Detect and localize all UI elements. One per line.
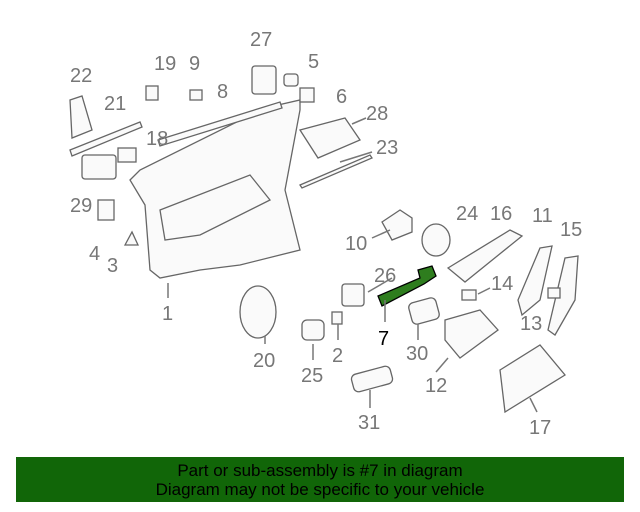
part-18 bbox=[117, 147, 137, 163]
part-8-strip bbox=[157, 101, 283, 147]
part-13 bbox=[547, 287, 561, 299]
label-7-selected[interactable]: 7 bbox=[378, 328, 389, 350]
part-10 bbox=[381, 209, 413, 241]
label-25[interactable]: 25 bbox=[301, 365, 323, 387]
part-16 bbox=[446, 229, 524, 283]
label-3[interactable]: 3 bbox=[107, 255, 118, 277]
leader-lines bbox=[167, 117, 538, 413]
part-17 bbox=[499, 344, 566, 414]
part-24 bbox=[421, 223, 451, 257]
part-20 bbox=[239, 285, 277, 339]
label-1[interactable]: 1 bbox=[162, 303, 173, 325]
selected-part-banner: Part or sub-assembly is #7 in diagram Di… bbox=[16, 457, 624, 502]
label-21[interactable]: 21 bbox=[104, 93, 126, 115]
diagram-canvas: 1 2 3 4 5 6 7 8 9 10 11 12 13 14 15 16 1… bbox=[69, 29, 582, 439]
label-22[interactable]: 22 bbox=[70, 65, 92, 87]
label-18[interactable]: 18 bbox=[146, 128, 168, 150]
part-30 bbox=[408, 297, 440, 325]
part-7-highlighted[interactable] bbox=[377, 265, 437, 307]
part-22 bbox=[69, 95, 93, 139]
label-23[interactable]: 23 bbox=[376, 137, 398, 159]
part-2 bbox=[331, 311, 343, 325]
part-15 bbox=[547, 255, 579, 336]
part-number-labels: 1 2 3 4 5 6 7 8 9 10 11 12 13 14 15 16 1… bbox=[70, 29, 582, 439]
label-13[interactable]: 13 bbox=[520, 313, 542, 335]
part-28 bbox=[298, 117, 361, 159]
part-4 bbox=[97, 199, 115, 221]
part-23 bbox=[299, 154, 373, 189]
part-25 bbox=[301, 319, 325, 341]
label-20[interactable]: 20 bbox=[253, 350, 275, 372]
label-4[interactable]: 4 bbox=[89, 243, 100, 265]
banner-line-2: Diagram may not be specific to your vehi… bbox=[155, 480, 485, 499]
label-28[interactable]: 28 bbox=[366, 103, 388, 125]
part-19 bbox=[145, 85, 159, 101]
label-15[interactable]: 15 bbox=[560, 219, 582, 241]
label-17[interactable]: 17 bbox=[529, 417, 551, 439]
label-27[interactable]: 27 bbox=[250, 29, 272, 51]
label-31[interactable]: 31 bbox=[358, 412, 380, 434]
label-26[interactable]: 26 bbox=[374, 265, 396, 287]
label-14[interactable]: 14 bbox=[491, 273, 513, 295]
part-27 bbox=[251, 65, 277, 95]
label-10[interactable]: 10 bbox=[345, 233, 367, 255]
label-11[interactable]: 11 bbox=[532, 205, 553, 227]
label-2[interactable]: 2 bbox=[332, 345, 343, 367]
label-16[interactable]: 16 bbox=[490, 203, 512, 225]
label-9[interactable]: 9 bbox=[189, 53, 200, 75]
label-30[interactable]: 30 bbox=[406, 343, 428, 365]
part-26 bbox=[341, 283, 365, 307]
part-14 bbox=[461, 289, 477, 301]
banner-line-1: Part or sub-assembly is #7 in diagram bbox=[177, 461, 463, 480]
label-8[interactable]: 8 bbox=[217, 81, 228, 103]
part-12 bbox=[444, 309, 499, 359]
label-19[interactable]: 19 bbox=[154, 53, 176, 75]
part-31 bbox=[350, 365, 394, 393]
part-armrest bbox=[159, 174, 272, 241]
part-11 bbox=[517, 245, 553, 317]
part-6 bbox=[299, 87, 315, 103]
label-6[interactable]: 6 bbox=[336, 86, 347, 108]
part-9 bbox=[189, 89, 203, 101]
label-12[interactable]: 12 bbox=[425, 375, 447, 397]
part-strip-21 bbox=[69, 121, 143, 157]
label-5[interactable]: 5 bbox=[308, 51, 319, 73]
part-3 bbox=[123, 230, 140, 246]
label-24[interactable]: 24 bbox=[456, 203, 478, 225]
part-5 bbox=[283, 73, 299, 87]
label-29[interactable]: 29 bbox=[70, 195, 92, 217]
part-29 bbox=[81, 154, 117, 180]
